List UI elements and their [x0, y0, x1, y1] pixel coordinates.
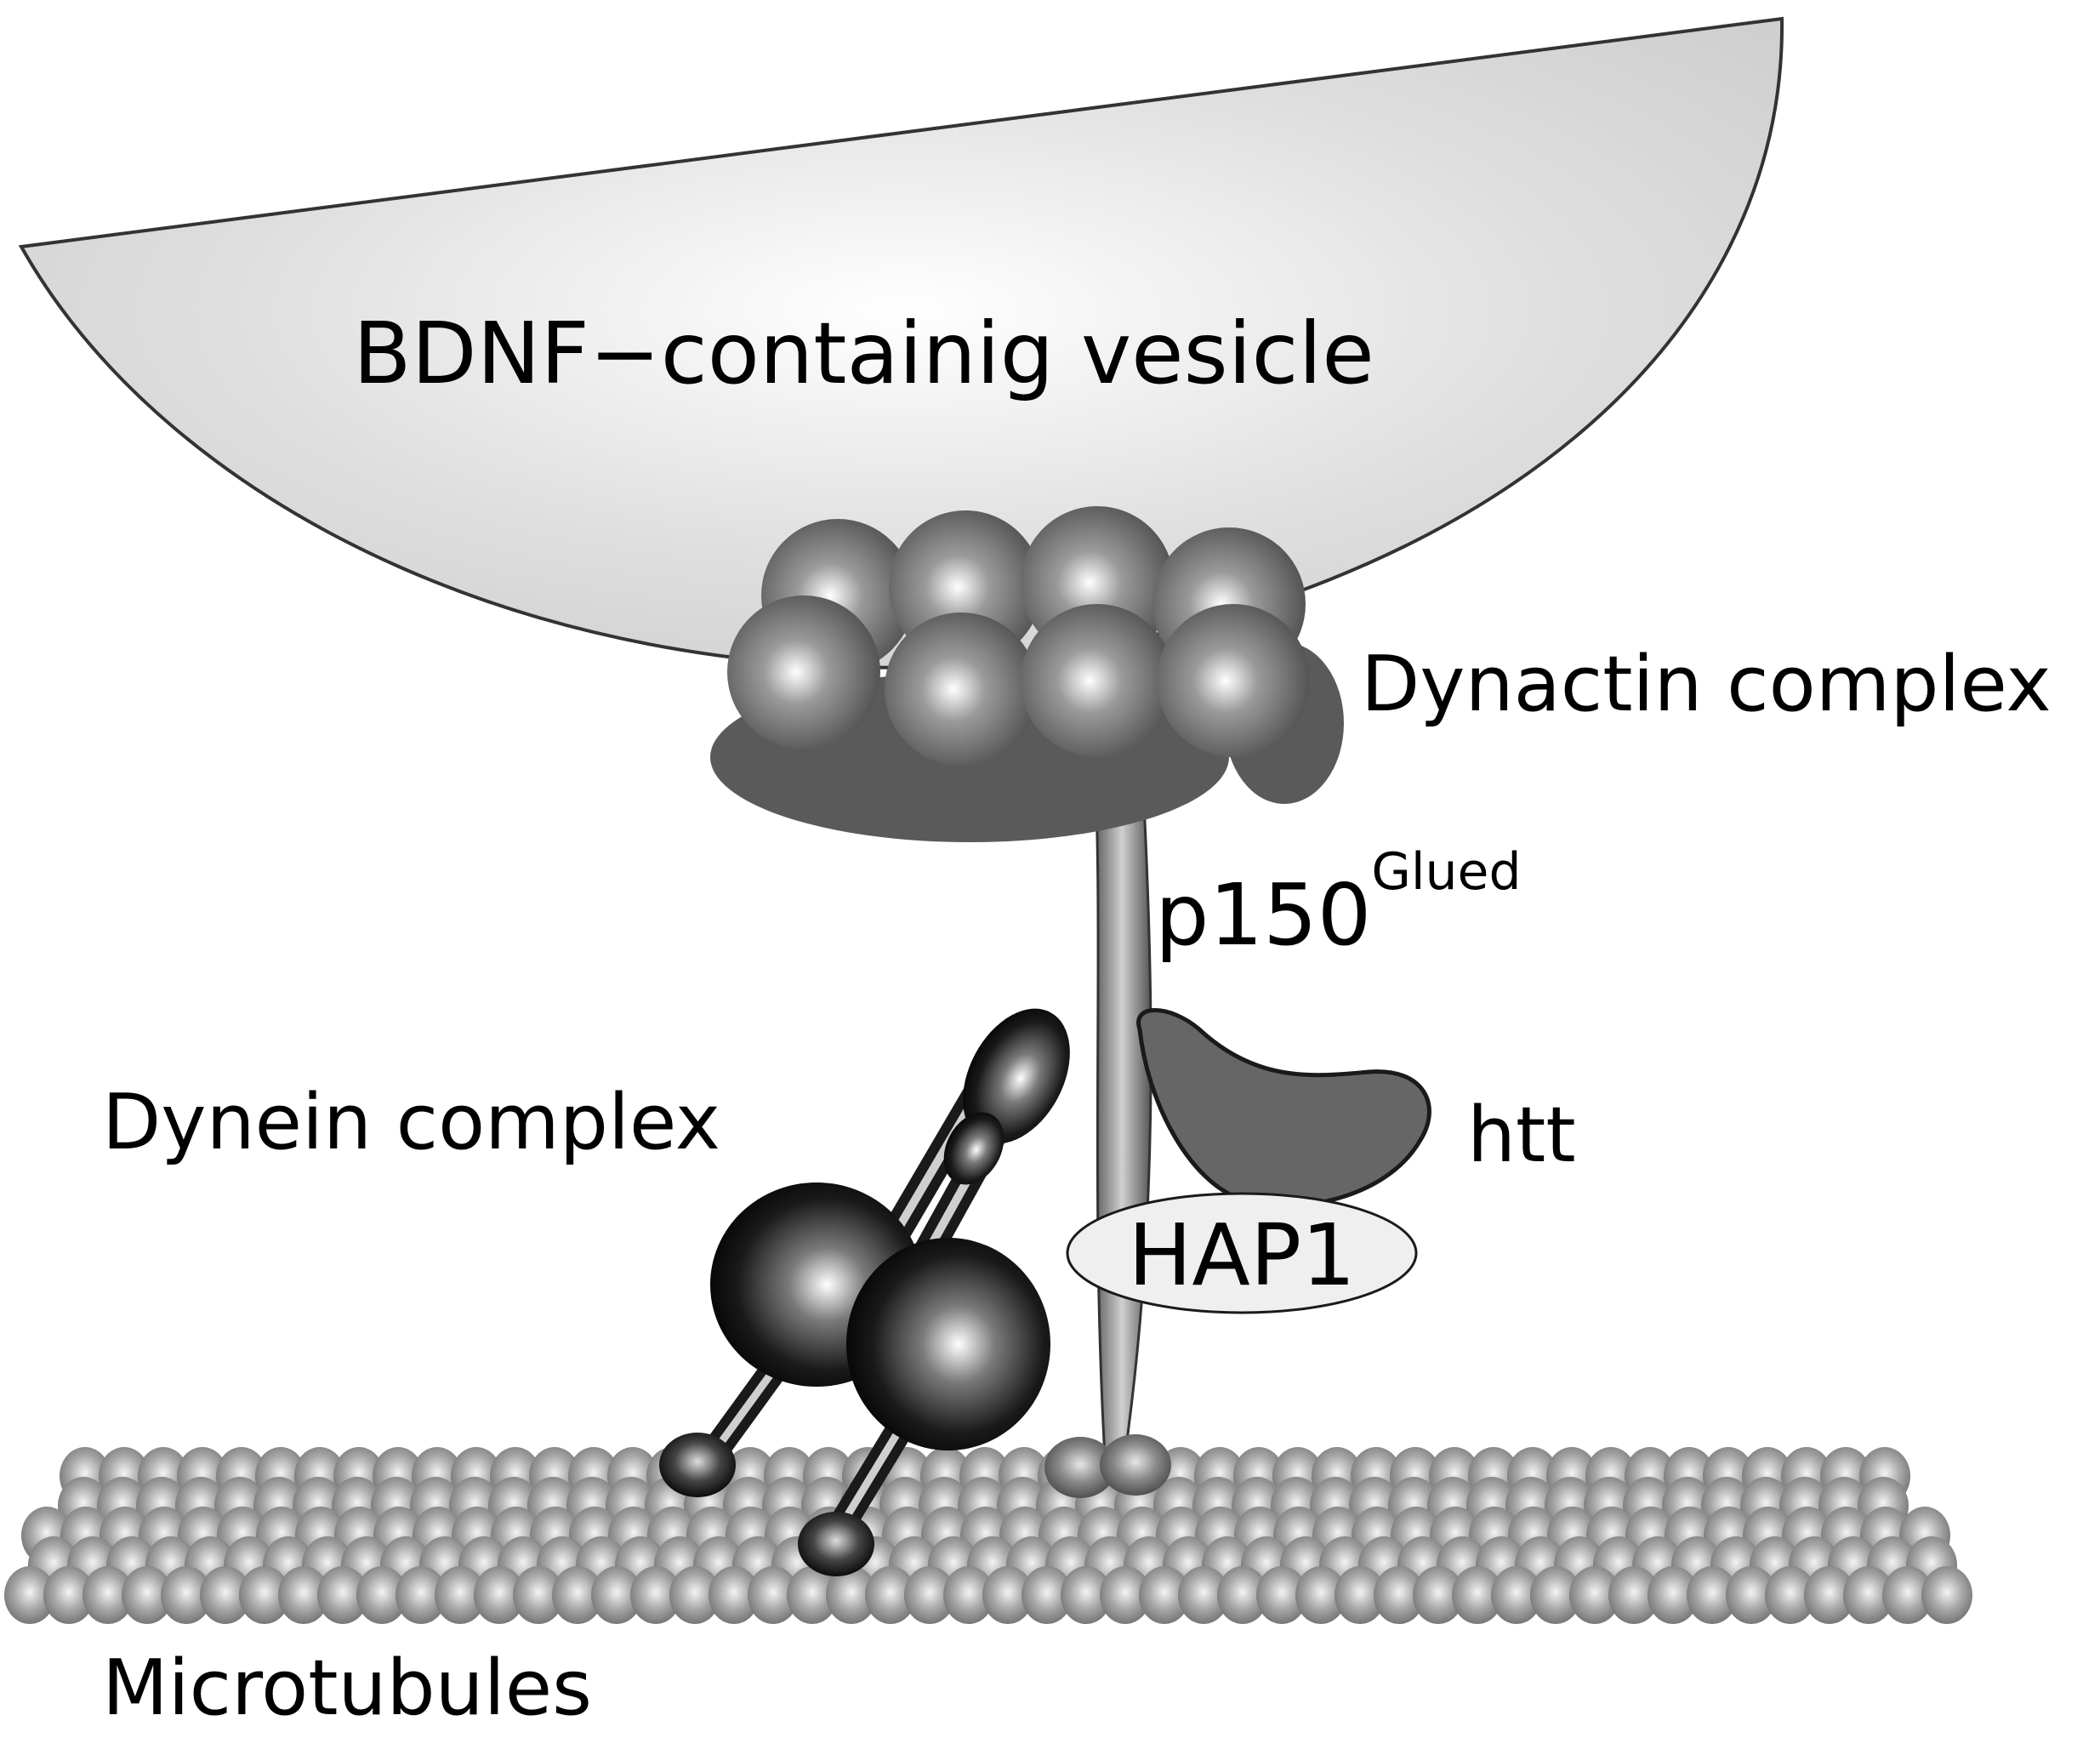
microtubule-bead [1335, 1566, 1386, 1624]
microtubule-bead [669, 1566, 720, 1624]
microtubule-bead [1022, 1566, 1073, 1624]
microtubule-bead [513, 1566, 564, 1624]
microtubule-bead [1882, 1566, 1933, 1624]
microtubule-bead [1765, 1566, 1816, 1624]
microtubule-bead [200, 1566, 251, 1624]
microtubule-bead [826, 1566, 877, 1624]
microtubule-bead [1843, 1566, 1894, 1624]
p150-label-base: p150 [1155, 865, 1371, 965]
microtubule-bead [239, 1566, 290, 1624]
microtubule-bead [1295, 1566, 1346, 1624]
microtubule-bead [1726, 1566, 1777, 1624]
microtubule-bead [748, 1566, 799, 1624]
microtubule-bead [1178, 1566, 1229, 1624]
microtubules-label: Microtubules [102, 1644, 592, 1733]
microtubule-bead [904, 1566, 955, 1624]
microtubule-bead [630, 1566, 681, 1624]
microtubule-bundle [4, 1447, 1972, 1624]
microtubule-bead [1217, 1566, 1268, 1624]
microtubule-bead [435, 1566, 486, 1624]
microtubule-bead [787, 1566, 838, 1624]
microtubule-bead [161, 1566, 212, 1624]
p150-foot-right [1100, 1434, 1171, 1496]
microtubule-bead [317, 1566, 368, 1624]
microtubule-bead [396, 1566, 447, 1624]
dynein-complex [659, 1008, 1070, 1576]
dynactin-bead [1021, 604, 1174, 757]
hap1-label: HAP1 [1128, 1205, 1356, 1305]
microtubule-bead [865, 1566, 916, 1624]
microtubule-bead [1569, 1566, 1620, 1624]
dynein-label: Dynein complex [102, 1078, 720, 1167]
microtubule-bead [1061, 1566, 1112, 1624]
dynactin-label: Dynactin complex [1361, 640, 2052, 729]
p150-label-superscript: Glued [1371, 842, 1521, 902]
microtubule-bead [1804, 1566, 1855, 1624]
microtubule-bead [43, 1566, 94, 1624]
microtubule-bead [591, 1566, 642, 1624]
microtubule-bead [83, 1566, 134, 1624]
microtubule-bead [1530, 1566, 1581, 1624]
microtubule-bead [278, 1566, 329, 1624]
dynactin-bead [1157, 604, 1310, 757]
microtubule-bead [1648, 1566, 1699, 1624]
dynein-foot-left [659, 1433, 736, 1497]
microtubule-bead [1139, 1566, 1190, 1624]
hap1-oval [1066, 1192, 1418, 1314]
microtubule-bead [1687, 1566, 1738, 1624]
microtubule-bead [474, 1566, 525, 1624]
dynein-motor-head-right [846, 1238, 1050, 1450]
microtubule-bead [1452, 1566, 1503, 1624]
p150-foot-left [1044, 1437, 1116, 1498]
dynein-top-head [963, 1008, 1070, 1144]
htt-shape [1136, 1008, 1431, 1208]
microtubule-bead [1921, 1566, 1972, 1624]
p150-glued-stalk [1091, 721, 1152, 1473]
microtubule-bead [4, 1566, 55, 1624]
microtubule-bead [943, 1566, 994, 1624]
dynein-top-neck [943, 1112, 1004, 1185]
htt-label: htt [1467, 1091, 1576, 1180]
vesicle-label: BDNF−containig vesicle [353, 304, 1374, 403]
dynein-foot-right [798, 1512, 874, 1576]
microtubule-bead [356, 1566, 407, 1624]
microtubule-bead [552, 1566, 603, 1624]
microtubule-bead [982, 1566, 1033, 1624]
dynactin-bead [885, 613, 1038, 766]
microtubule-bead [709, 1566, 760, 1624]
p150-label: p150Glued [1155, 842, 1522, 965]
microtubule-bead [122, 1566, 173, 1624]
microtubule-bead [1100, 1566, 1151, 1624]
microtubule-bead [1608, 1566, 1659, 1624]
dynactin-complex [710, 506, 1344, 842]
microtubule-bead [1413, 1566, 1464, 1624]
dynactin-bead [727, 595, 880, 749]
microtubule-bead [1256, 1566, 1307, 1624]
microtubule-bead [1491, 1566, 1542, 1624]
microtubule-bead [1374, 1566, 1425, 1624]
